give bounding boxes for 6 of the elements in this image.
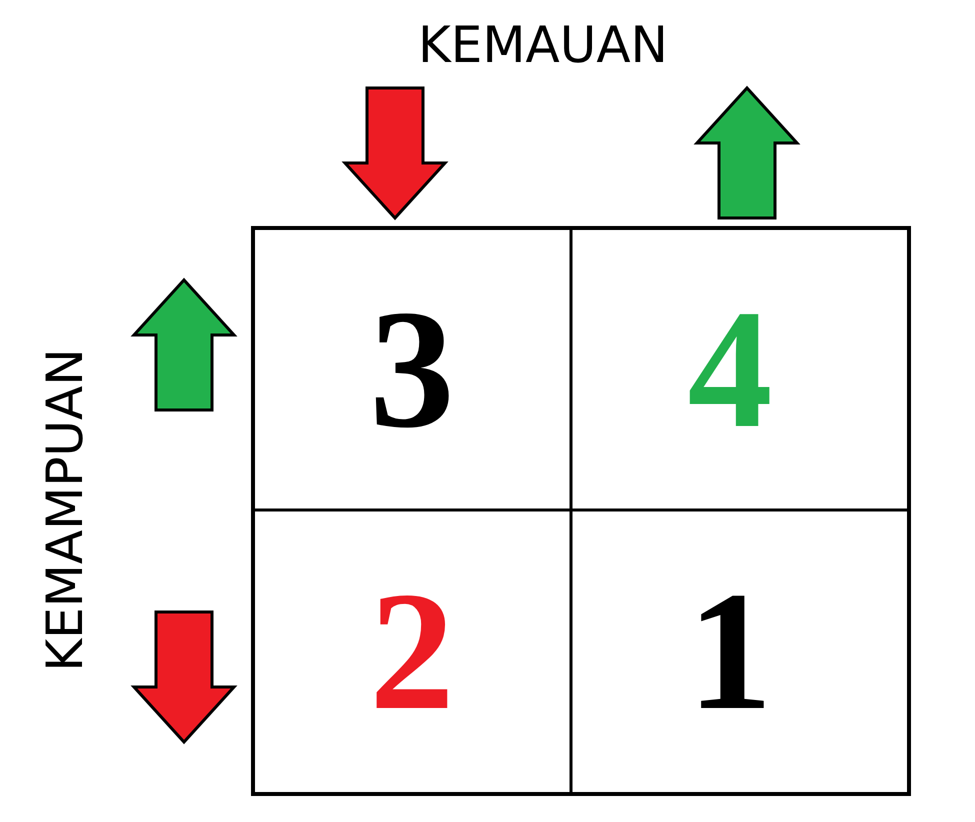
axis-title: KEMAMPUAN — [40, 348, 90, 672]
quadrant-number: 4 — [688, 284, 772, 454]
quadrant-number: 2 — [370, 566, 454, 736]
quadrant-number: 1 — [688, 566, 772, 736]
quadrant-number: 3 — [370, 284, 454, 454]
axis-title: KEMAUAN — [418, 20, 668, 70]
